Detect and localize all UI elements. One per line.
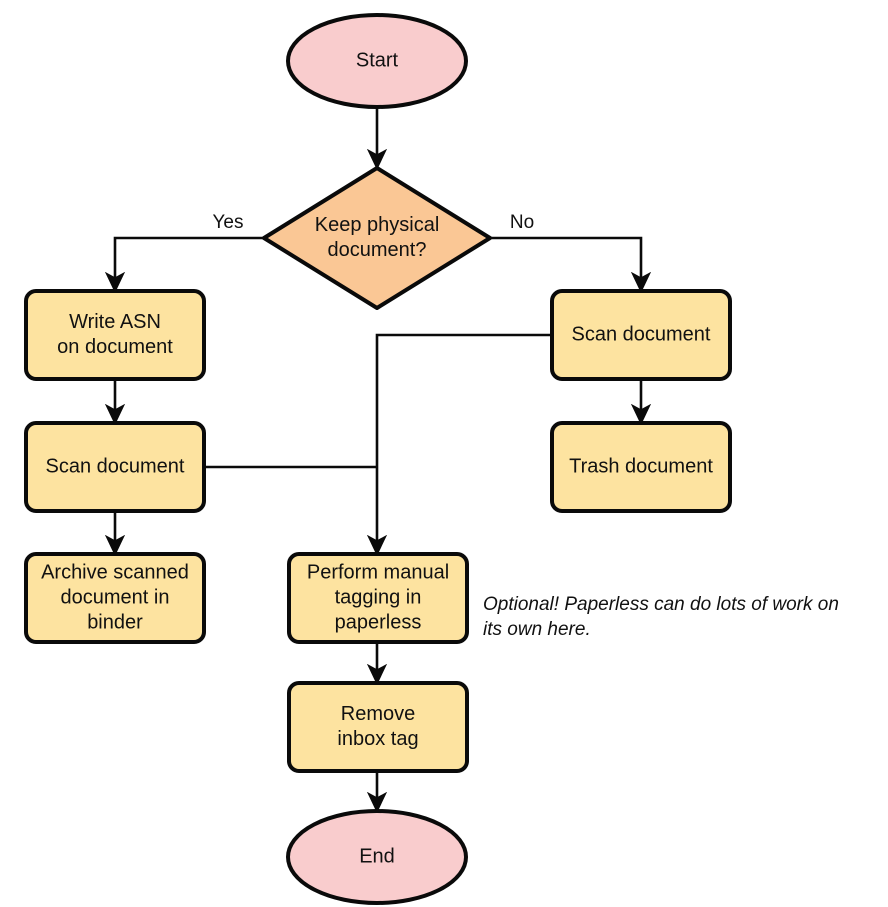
node-label: on document [57, 336, 173, 358]
node-decision-keep-physical[interactable]: Keep physical document? [262, 166, 492, 310]
node-scan-document-right[interactable]: Scan document [550, 289, 732, 381]
process-shape [287, 681, 469, 773]
terminator-shape [286, 13, 468, 109]
node-label: Remove [341, 703, 415, 725]
edge-decision-no: No [490, 212, 652, 294]
node-trash-document[interactable]: Trash document [550, 421, 732, 513]
annotation-line: Optional! Paperless can do lots of work … [483, 594, 839, 615]
process-shape [550, 289, 732, 381]
node-label: Start [356, 49, 399, 71]
node-label: Archive scanned [41, 561, 189, 583]
annotation-line: its own here. [483, 619, 591, 640]
node-label: paperless [335, 611, 422, 633]
edges-layer: Yes No [104, 107, 652, 814]
edge-path [104, 236, 264, 294]
process-shape [287, 552, 469, 644]
note-optional: Optional! Paperless can do lots of work … [483, 594, 839, 640]
node-label: document? [328, 239, 427, 261]
node-label: Keep physical [315, 214, 440, 236]
node-manual-tagging[interactable]: Perform manual tagging in paperless [287, 552, 469, 644]
edge-path [490, 236, 652, 294]
edge-path [366, 333, 552, 557]
node-label: tagging in [335, 586, 422, 608]
node-label: document in [61, 586, 170, 608]
annotations-layer: Optional! Paperless can do lots of work … [483, 594, 839, 640]
node-label: Trash document [569, 455, 713, 477]
node-scan-document-left[interactable]: Scan document [24, 421, 206, 513]
edge-decision-yes: Yes [104, 212, 264, 294]
node-label: Scan document [46, 455, 185, 477]
process-shape [24, 421, 206, 513]
node-label: End [359, 845, 395, 867]
node-label: Scan document [572, 323, 711, 345]
node-remove-inbox-tag[interactable]: Remove inbox tag [287, 681, 469, 773]
process-shape [24, 552, 206, 644]
node-start[interactable]: Start [286, 13, 468, 109]
node-end[interactable]: End [286, 809, 468, 905]
edge-label-no: No [510, 212, 534, 233]
edge-label-yes: Yes [213, 212, 244, 233]
decision-shape [262, 166, 492, 310]
node-label: inbox tag [337, 728, 418, 750]
process-shape [550, 421, 732, 513]
node-label: Write ASN [69, 311, 161, 333]
node-archive-binder[interactable]: Archive scanned document in binder [24, 552, 206, 644]
process-shape [24, 289, 206, 381]
node-label: Perform manual [307, 561, 449, 583]
terminator-shape [286, 809, 468, 905]
node-label: binder [87, 611, 143, 633]
node-write-asn[interactable]: Write ASN on document [24, 289, 206, 381]
edge-scan-right-to-tagging [366, 333, 552, 557]
